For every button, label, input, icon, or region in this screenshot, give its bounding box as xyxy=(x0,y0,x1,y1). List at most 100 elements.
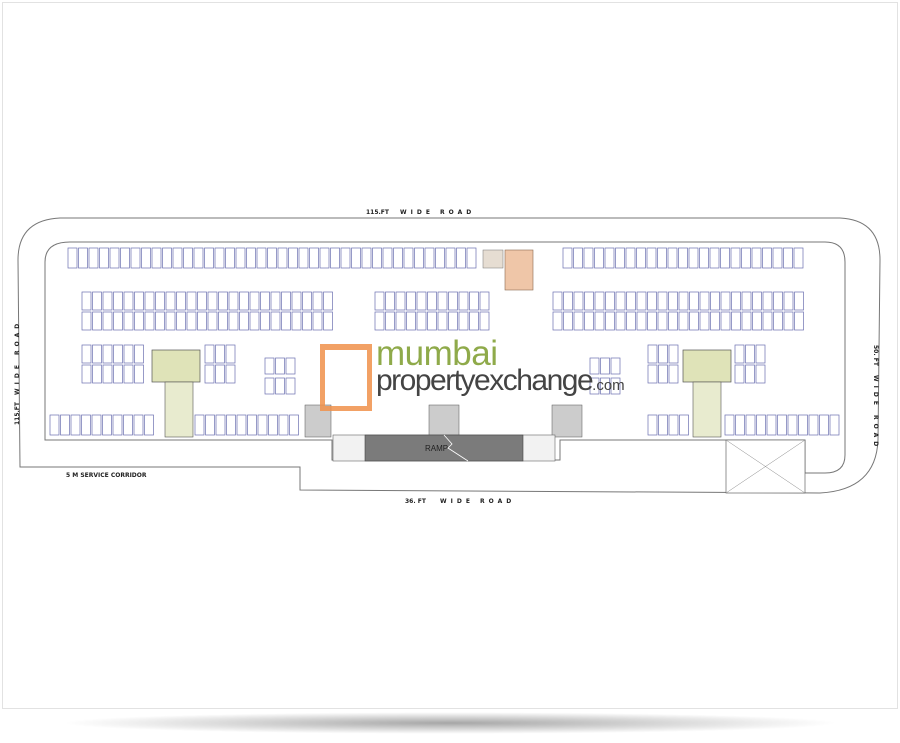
svg-text:WIDE ROAD: WIDE ROAD xyxy=(872,375,879,450)
parking-stall xyxy=(165,311,176,331)
parking-stall xyxy=(239,311,249,331)
parking-stall xyxy=(573,291,584,311)
parking-stall xyxy=(437,311,448,331)
parking-stall xyxy=(204,364,215,384)
parking-stall xyxy=(133,414,144,436)
parking-stall xyxy=(176,291,186,311)
parking-stall xyxy=(458,291,469,311)
parking-stall xyxy=(745,414,756,436)
parking-stall xyxy=(134,344,144,364)
parking-stall xyxy=(99,247,109,269)
parking-stall xyxy=(668,344,679,364)
parking-stall xyxy=(668,414,679,436)
parking-stall xyxy=(647,414,658,436)
service-corridor-label: 5 M SERVICE CORRIDOR xyxy=(66,472,147,479)
parking-stall xyxy=(264,377,275,395)
parking-stall xyxy=(783,291,794,311)
parking-stall xyxy=(615,311,626,331)
parking-stall xyxy=(448,311,458,331)
parking-stall xyxy=(741,247,751,269)
parking-stall xyxy=(176,311,186,331)
parking-stall xyxy=(323,291,333,311)
parking-stall xyxy=(625,247,636,269)
parking-stall xyxy=(260,311,270,331)
parking-stall xyxy=(688,247,699,269)
parking-stall xyxy=(794,311,804,331)
parking-stall xyxy=(563,311,573,331)
parking-stall xyxy=(658,414,668,436)
parking-stall xyxy=(260,291,270,311)
parking-stall xyxy=(264,357,275,375)
parking-stall xyxy=(731,311,741,331)
tower-b xyxy=(682,349,732,383)
svg-text:WIDE ROAD: WIDE ROAD xyxy=(400,209,475,216)
parking-stall xyxy=(610,357,621,375)
parking-stall xyxy=(78,247,88,269)
parking-stall xyxy=(445,247,456,269)
parking-stall xyxy=(309,247,319,269)
parking-stall xyxy=(249,311,260,331)
parking-stall xyxy=(647,311,657,331)
watermark-line2: propertyexchange.com xyxy=(376,364,625,397)
parking-stall xyxy=(583,247,594,269)
parking-stall xyxy=(205,414,215,436)
parking-stall xyxy=(134,291,144,311)
parking-stall xyxy=(289,414,299,436)
parking-stall xyxy=(267,247,277,269)
parking-stall xyxy=(123,311,134,331)
parking-stall xyxy=(113,344,123,364)
parking-stall xyxy=(194,414,205,436)
parking-stall xyxy=(270,291,281,311)
parking-stall xyxy=(469,311,479,331)
parking-stall xyxy=(186,291,197,311)
parking-stall xyxy=(92,291,102,311)
parking-stall xyxy=(81,364,92,384)
parking-stall xyxy=(109,247,120,269)
parking-stall xyxy=(215,344,225,364)
frame-shadow xyxy=(60,712,840,734)
parking-stall xyxy=(755,344,766,364)
tower-a xyxy=(151,349,201,383)
parking-stall xyxy=(134,311,144,331)
parking-stall xyxy=(225,364,236,384)
parking-stall xyxy=(552,291,563,311)
parking-stall xyxy=(600,377,610,395)
parking-stall xyxy=(819,414,829,436)
parking-stall xyxy=(793,247,804,269)
svg-text:WIDE ROAD: WIDE ROAD xyxy=(440,498,515,505)
service-box-cross xyxy=(725,439,806,494)
parking-stall xyxy=(469,291,479,311)
parking-stall xyxy=(165,291,176,311)
parking-stall xyxy=(667,247,678,269)
parking-stall xyxy=(385,311,395,331)
parking-stall xyxy=(144,414,154,436)
parking-stall xyxy=(330,247,340,269)
road-right-label: 50. FT WIDE ROAD xyxy=(872,345,879,450)
parking-stall xyxy=(458,311,469,331)
parking-stall xyxy=(600,357,610,375)
parking-stall xyxy=(552,311,563,331)
parking-stall xyxy=(92,364,102,384)
podium-outline xyxy=(44,241,846,474)
parking-stall xyxy=(647,344,658,364)
parking-stall xyxy=(155,291,165,311)
parking-stall xyxy=(427,291,437,311)
parking-stall xyxy=(92,311,102,331)
parking-stall xyxy=(678,291,689,311)
parking-stall xyxy=(668,364,679,384)
parking-stall xyxy=(762,311,773,331)
parking-stall xyxy=(615,247,625,269)
parking-stall xyxy=(112,414,123,436)
parking-stall xyxy=(113,311,123,331)
ramp xyxy=(364,434,524,462)
parking-stall xyxy=(605,311,615,331)
parking-stall xyxy=(745,344,755,364)
ramp-label: RAMP xyxy=(425,444,448,453)
parking-stall xyxy=(427,311,437,331)
parking-stall xyxy=(657,291,668,311)
watermark-logo: mumbai propertyexchange.com xyxy=(318,334,625,411)
parking-stall xyxy=(162,247,172,269)
parking-stall xyxy=(225,344,236,364)
